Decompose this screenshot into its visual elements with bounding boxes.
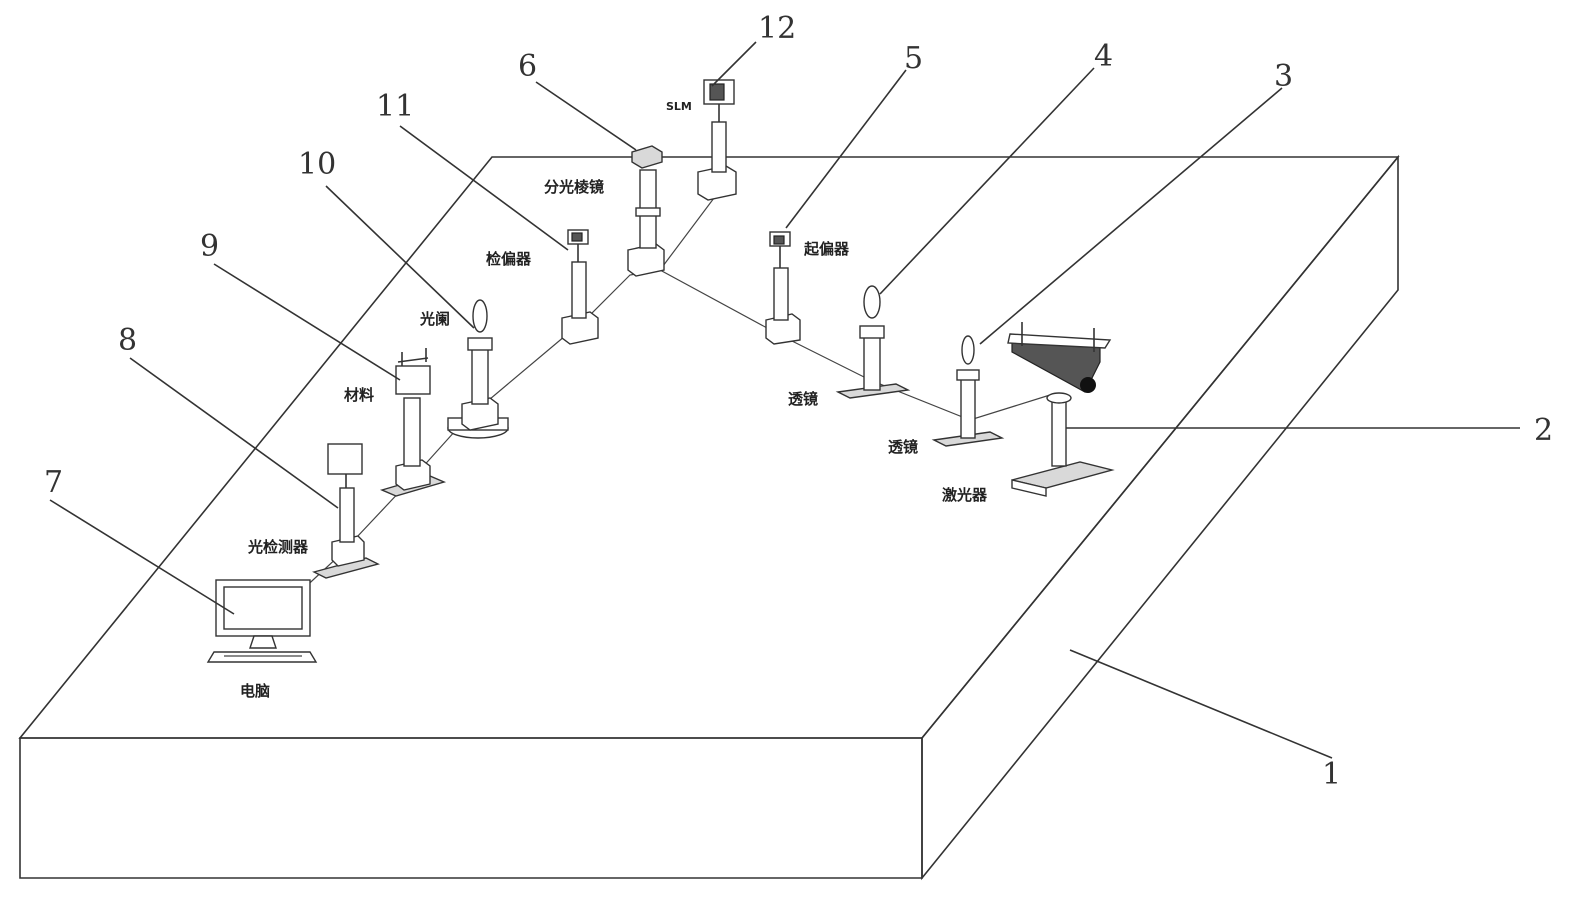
part-number-3: 3 — [1274, 59, 1293, 94]
part-number-10: 10 — [298, 147, 336, 182]
aperture — [448, 300, 508, 438]
label-material: 材料 — [344, 386, 374, 404]
label-computer: 电脑 — [240, 682, 270, 700]
label-slm: SLM — [666, 100, 692, 113]
analyzer — [562, 230, 598, 344]
lens-3 — [934, 336, 1002, 446]
part-number-8: 8 — [118, 323, 137, 358]
part-number-1: 1 — [1322, 757, 1341, 792]
part-number-12: 12 — [758, 11, 796, 46]
lens-4 — [838, 286, 908, 398]
part-number-2: 2 — [1534, 413, 1553, 448]
material-sample — [382, 348, 444, 496]
label-lens-a: 透镜 — [888, 438, 918, 456]
part-number-4: 4 — [1094, 39, 1113, 74]
table-front-face — [20, 738, 922, 878]
label-laser: 激光器 — [942, 486, 988, 504]
part-number-7: 7 — [44, 465, 63, 500]
label-beam-splitter: 分光棱镜 — [544, 178, 604, 196]
beam-splitter — [628, 146, 664, 276]
label-detector: 光检测器 — [247, 538, 309, 556]
part-number-5: 5 — [904, 41, 923, 76]
leader-lines — [50, 42, 1520, 758]
part-number-9: 9 — [200, 229, 219, 264]
computer — [208, 580, 316, 662]
polarizer — [766, 232, 800, 344]
slm — [698, 80, 736, 200]
label-lens-b: 透镜 — [788, 390, 818, 408]
component-captions: 激光器 透镜 透镜 起偏器 分光棱镜 SLM 检偏器 光阑 材料 光检测器 电脑 — [240, 100, 988, 700]
part-number-11: 11 — [376, 89, 414, 124]
photodetector — [314, 444, 378, 578]
label-analyzer: 检偏器 — [486, 250, 532, 268]
label-aperture: 光阑 — [419, 310, 450, 328]
label-polarizer: 起偏器 — [803, 240, 850, 258]
laser — [1008, 322, 1112, 496]
optical-table — [20, 157, 1398, 878]
part-number-6: 6 — [518, 49, 537, 84]
table-top — [20, 157, 1398, 738]
